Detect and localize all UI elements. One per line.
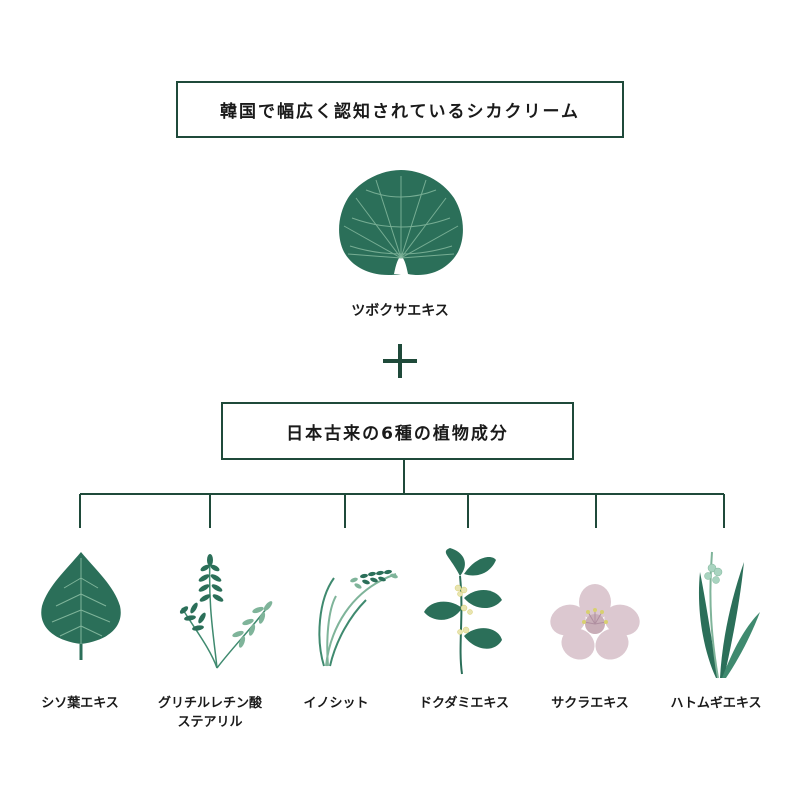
plant-label-glycyrrhetinate: グリチルレチン酸 ステアリル [157, 696, 262, 730]
six-plant-ingredients-box: 日本古来の6種の植物成分 [221, 402, 574, 460]
centella-leaf-icon [339, 170, 463, 276]
plant-label-sakura: サクラエキス [551, 696, 629, 711]
plant-label-dokudami: ドクダミエキス [418, 696, 510, 711]
shiso-leaf-icon [41, 552, 121, 660]
plus-icon [383, 344, 417, 378]
rice-plant-icon [318, 569, 398, 667]
cica-cream-heading: 韓国で幅広く認知されているシカクリーム [220, 102, 580, 122]
sakura-flower-icon [550, 584, 640, 660]
cica-cream-heading-box: 韓国で幅広く認知されているシカクリーム [176, 81, 624, 138]
job-tears-plant-icon [698, 551, 760, 679]
licorice-plant-icon [179, 554, 273, 669]
plant-label-shiso: シソ葉エキス [41, 696, 119, 711]
centella-extract-label: ツボクサエキス [351, 303, 449, 319]
six-plant-ingredients-heading: 日本古来の6種の植物成分 [286, 423, 509, 444]
plant-label-hatomugi: ハトムギエキス [670, 696, 762, 711]
plant-label-inositol: イノシット [303, 696, 369, 711]
dokudami-plant-icon [424, 548, 502, 675]
